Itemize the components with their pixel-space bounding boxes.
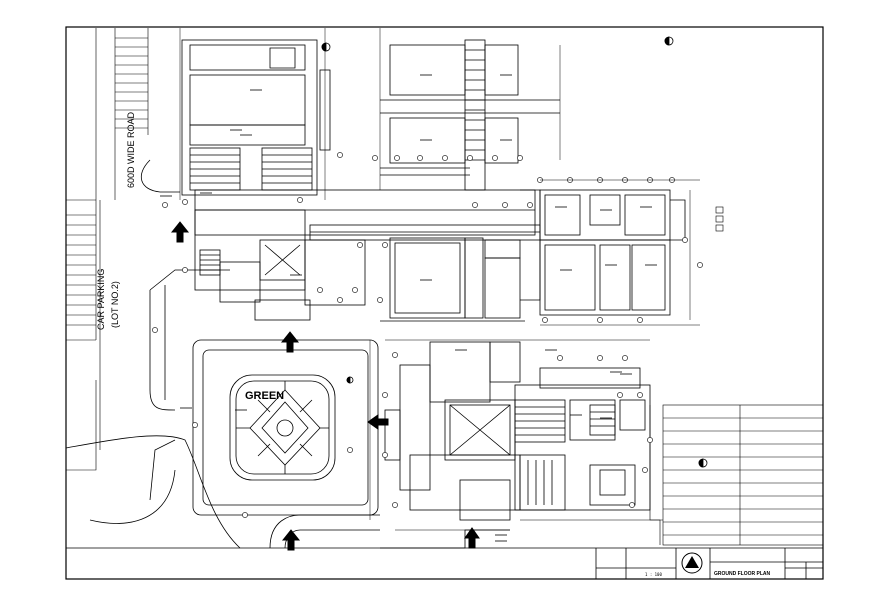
building-block-a (181, 39, 331, 196)
building-block-d (380, 237, 525, 322)
building-block-b (380, 39, 560, 191)
sheet-border (65, 26, 824, 580)
building-block-f (384, 341, 521, 521)
car-parking-east (520, 404, 824, 546)
legend-boxes (715, 206, 724, 232)
parking-label-line1: CAR PARKING (96, 269, 106, 330)
parking-label-line2: (LOT NO.2) (110, 281, 120, 328)
room-annotations (160, 74, 657, 542)
green-court (192, 339, 379, 516)
north-arrow-icon (321, 36, 708, 468)
column-grid-markers (152, 152, 703, 518)
entry-arrow-icon (170, 221, 480, 551)
building-block-g (514, 367, 651, 511)
logo-icon (681, 552, 703, 574)
scale-text: 1 : 100 (645, 572, 662, 577)
building-block-c (194, 209, 366, 321)
green-label: GREEN (245, 390, 284, 402)
car-parking-lot (66, 28, 149, 471)
title-block-title: GROUND FLOOR PLAN (714, 571, 770, 577)
road-label: 600D WIDE ROAD (126, 111, 136, 188)
central-corridor (194, 189, 541, 241)
dimension-lines (179, 28, 700, 531)
building-block-e (520, 189, 686, 316)
road-edges (65, 159, 510, 549)
title-block (66, 547, 823, 579)
